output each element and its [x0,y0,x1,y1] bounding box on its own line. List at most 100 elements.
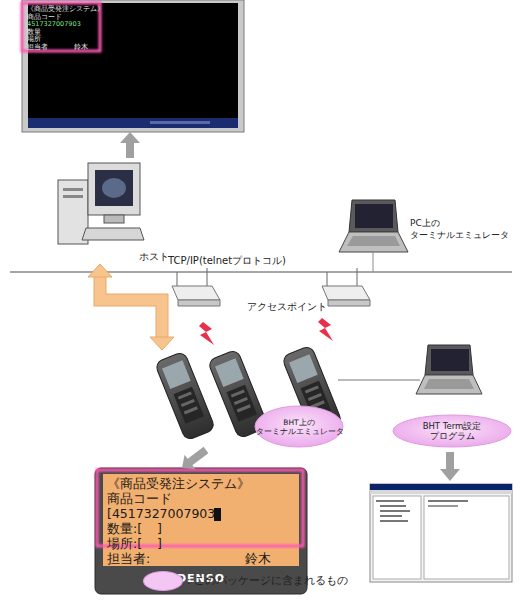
arrow-head [182,455,195,469]
connector-outline [100,276,162,338]
host-computer-part [102,178,126,198]
pc-laptop-part [355,204,393,228]
settings-screenshot-part [428,505,458,507]
host-computer-part [63,195,83,198]
node-text: 数量 [27,29,41,36]
bht-display-part [97,470,303,546]
access-point-part [172,286,220,300]
host-monitor-part [28,118,238,128]
bht-display-part [103,474,299,566]
node-text: 場所:[ [107,537,142,551]
host-computer-part [82,228,144,240]
bht-terminal-part-part [234,397,248,405]
pc-laptop-part [347,236,400,246]
access-point-part [322,286,370,300]
settings-screenshot [370,452,512,582]
node-text: 数量:[ [107,522,142,536]
access-point-part [328,300,370,306]
settings-screenshot-part [440,469,460,481]
connector-line [100,276,162,338]
settings-screenshot-part [370,484,512,490]
host-computer-part [104,215,124,223]
host-computer [58,163,144,244]
bht-emulator-node: BHT上の ターミナルエミュレータ [150,350,346,450]
node-text: ] [157,522,162,536]
pc-laptop-part [339,232,408,252]
bht-terminal-part [154,351,215,441]
bht-terminal-part-part [289,354,318,383]
settings-screenshot-part [370,484,512,582]
setup-laptop-part [416,375,482,394]
pink-ellipse [393,415,511,447]
settings-screenshot-part [424,496,509,579]
setup-laptop-part [431,349,469,371]
node-text: 商品コード [27,14,62,21]
node-text: 場所 [27,36,41,43]
node-text: BHT Term設定 プログラム [416,421,488,441]
access-point-part [207,268,208,286]
radio-bolt-part [318,318,333,341]
access-point [172,268,370,306]
access-point-part [178,300,220,306]
network-label: アクセスポイント [247,300,327,314]
settings-screenshot-part [380,510,410,512]
bht-terminal-part-part [154,351,215,441]
node-text: BHT上の ターミナルエミュレータ [256,418,342,436]
bht-terminal-part-part [231,390,245,398]
node-text: 鈴木 [245,552,271,566]
network-label: TCP/IP(telnetプロトコル) [168,254,286,268]
arrow-head [88,264,112,277]
settings-screenshot-part [380,505,406,507]
ellipse-text-area: BHT Term設定 プログラム [392,414,512,448]
node-text: 担当者 [27,44,48,51]
host-monitor-part [28,3,238,118]
setup-laptop-part [338,380,420,381]
node-text: ホスト [139,251,169,263]
connector-line [126,142,134,158]
settings-screenshot-part [380,515,402,517]
bht-terminal-part-part [308,393,322,401]
bht-terminal-part-part [162,360,191,389]
connector-arrow [120,132,140,158]
radio-bolt-part [199,322,214,345]
setup-laptop [338,345,482,394]
setup-laptop-part [425,345,473,375]
legend-swatch [143,571,183,591]
bht-terminal-part-part [184,406,198,414]
bht-terminal [154,345,342,441]
network-line-part [10,271,512,273]
bht-terminal-part-part [215,358,244,387]
legend-text: : このパッケージに含まれるもの [187,574,348,588]
host-computer-part [95,170,133,206]
pink-ellipse [255,406,343,447]
network-line [10,272,512,273]
settings-screenshot-part [370,490,512,494]
node-text: 4517327007903 [27,21,81,28]
host-screen: 《商品受発注システム》商品コード4517327007903数量場所担当者鈴木 [22,0,244,132]
bht-terminal-part-part [181,399,195,407]
settings-screenshot-part [373,496,421,579]
bht-terminal-part-part [237,404,251,412]
host-monitor-part [22,0,244,132]
settings-screenshot-part [376,500,404,502]
host-monitor-part [150,121,210,124]
host-node: ホスト [55,158,168,264]
node-text: 《商品受発注システム》 [107,477,250,491]
access-point-part [357,268,358,286]
bht-terminal-part-part [226,385,257,422]
pc-laptop-part [373,252,374,272]
arrow-head [120,132,140,143]
pc-laptop [339,200,408,272]
connector-arrow [182,450,206,469]
pc-laptop-part [349,200,398,232]
node-text: 商品コード [107,492,172,506]
radio-bolt [199,318,333,345]
bht-terminal-part-part [173,387,204,424]
node-text: PC上の ターミナルエミュレータ [410,218,512,241]
host-computer-part [88,163,140,215]
ellipse-text-area: BHT上の ターミナルエミュレータ [254,405,344,448]
arrow-head [150,337,174,350]
settings-screenshot-part [428,500,468,502]
setup-laptop-part [424,379,474,389]
